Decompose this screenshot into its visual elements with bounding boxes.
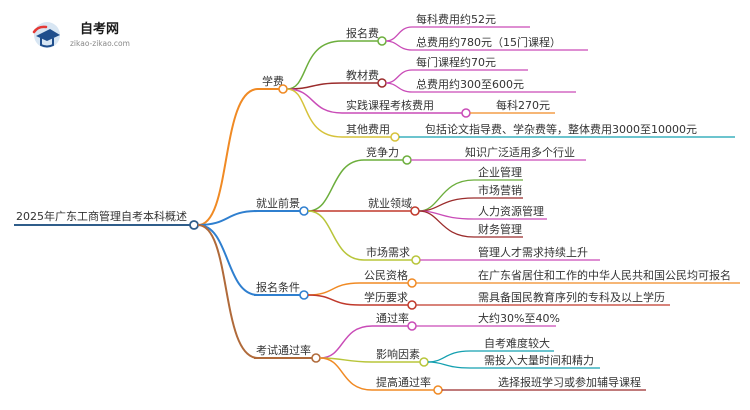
emp-market-node[interactable]: 市场需求 xyxy=(364,245,421,265)
pass-rate-dot xyxy=(407,321,417,331)
branch-employment[interactable]: 就业前景 xyxy=(254,196,309,216)
edge-fees-practice xyxy=(286,88,343,114)
pass-node-dot xyxy=(311,353,321,363)
fee-other-dot xyxy=(390,132,400,142)
edge-fees-reg xyxy=(286,40,343,90)
fee-registration-node[interactable]: 报名费 xyxy=(342,26,387,46)
branch-pass-rate[interactable]: 考试通过率 xyxy=(254,343,321,363)
branch-conditions[interactable]: 报名条件 xyxy=(254,280,309,300)
fee-textbook-node[interactable]: 教材费 xyxy=(342,68,387,88)
cond-education-item: 需具备国民教育序列的专科及以上学历 xyxy=(478,290,665,304)
fee-other-item: 包括论文指导费、学杂费等，整体费用3000至10000元 xyxy=(425,122,697,136)
fee-textbook-item: 每门课程约70元 xyxy=(416,55,496,69)
fee-practice-label: 实践课程考核费用 xyxy=(346,98,434,112)
emp-competitiveness-label: 竞争力 xyxy=(366,145,399,159)
pass-rate-node[interactable]: 通过率 xyxy=(372,311,417,331)
pass-rate-item: 大约30%至40% xyxy=(478,311,560,325)
cond-citizen-dot xyxy=(407,278,417,288)
pass-rate-label: 通过率 xyxy=(376,311,409,325)
pass-improve-label: 提高通过率 xyxy=(376,375,431,389)
emp-market-dot xyxy=(411,255,421,265)
fee-textbook-dot xyxy=(377,78,387,88)
edge-conditions-citizen xyxy=(307,282,361,296)
fee-practice-node[interactable]: 实践课程考核费用 xyxy=(342,98,471,118)
edge-pass-improve xyxy=(319,357,373,391)
fee-registration-label: 报名费 xyxy=(346,26,379,40)
fee-registration-dot xyxy=(377,36,387,46)
cond-education-label: 学历要求 xyxy=(364,290,408,304)
cond-education-dot xyxy=(407,300,417,310)
emp-market-label: 市场需求 xyxy=(366,245,410,259)
emp-field-item: 财务管理 xyxy=(478,222,522,236)
pass-improve-dot xyxy=(433,385,443,395)
fee-other-node[interactable]: 其他费用 xyxy=(342,123,400,142)
emp-competitiveness-dot xyxy=(402,155,412,165)
cond-citizen-node[interactable]: 公民资格 xyxy=(360,268,417,288)
edge-root-fees xyxy=(197,88,259,226)
pass-factor-item: 需投入大量时间和精力 xyxy=(484,353,594,367)
brand-logo[interactable] xyxy=(32,22,60,48)
fee-textbook-label: 教材费 xyxy=(346,68,379,82)
emp-competitiveness-item: 知识广泛适用多个行业 xyxy=(465,145,575,159)
fee-other-label: 其他费用 xyxy=(346,123,390,136)
root-node-dot xyxy=(189,220,199,230)
emp-market-item: 管理人才需求持续上升 xyxy=(478,245,588,259)
emp-field-item: 市场营销 xyxy=(478,183,522,197)
brand-url: zikao-zikao.com xyxy=(70,39,130,48)
pass-factor-node[interactable]: 影响因素 xyxy=(372,348,429,367)
emp-competitiveness-node[interactable]: 竞争力 xyxy=(364,145,412,165)
edge-root-pass xyxy=(197,224,259,359)
cond-education-node[interactable]: 学历要求 xyxy=(360,290,417,310)
swoosh-icon xyxy=(32,25,48,34)
root-label: 2025年广东工商管理自考本科概述 xyxy=(16,209,187,223)
pass-improve-item: 选择报班学习或参加辅导课程 xyxy=(498,375,641,389)
brand-title: 自考网 xyxy=(80,21,119,37)
fee-practice-item: 每科270元 xyxy=(496,98,550,112)
emp-field-item: 企业管理 xyxy=(478,165,522,179)
edge-root-conditions xyxy=(197,224,259,296)
pass-factor-item: 自考难度较大 xyxy=(484,336,550,350)
fees-label: 学费 xyxy=(262,74,284,88)
pass-factor-dot xyxy=(419,357,429,367)
edge-fees-other xyxy=(286,88,343,138)
cond-citizen-label: 公民资格 xyxy=(364,268,408,282)
employment-node-dot xyxy=(299,206,309,216)
edge-employment-market xyxy=(307,210,365,261)
pass-factor-label: 影响因素 xyxy=(376,348,420,361)
conditions-node-dot xyxy=(299,290,309,300)
branch-fees[interactable]: 学费 xyxy=(258,74,288,94)
edge-pass-rate xyxy=(319,325,373,359)
edge-conditions-edu xyxy=(307,294,361,306)
employment-label: 就业前景 xyxy=(256,196,300,210)
edge-employment-compete xyxy=(307,159,365,212)
fee-registration-item: 总费用约780元（15门课程） xyxy=(416,35,561,49)
root-node[interactable]: 2025年广东工商管理自考本科概述 xyxy=(14,209,199,230)
pass-label: 考试通过率 xyxy=(256,343,311,357)
fee-practice-dot xyxy=(461,108,471,118)
fees-node-dot xyxy=(278,84,288,94)
pass-improve-node[interactable]: 提高通过率 xyxy=(372,375,443,395)
edge-root-employment xyxy=(197,210,259,226)
cond-citizen-item: 在广东省居住和工作的中华人民共和国公民均可报名 xyxy=(478,268,731,282)
emp-field-label: 就业领域 xyxy=(368,196,412,210)
fee-textbook-item: 总费用约300至600元 xyxy=(416,77,524,91)
conditions-label: 报名条件 xyxy=(256,280,300,294)
emp-field-item: 人力资源管理 xyxy=(478,204,544,218)
emp-field-node[interactable]: 就业领域 xyxy=(364,196,420,216)
emp-field-dot xyxy=(410,206,420,216)
fee-registration-item: 每科费用约52元 xyxy=(416,12,496,26)
